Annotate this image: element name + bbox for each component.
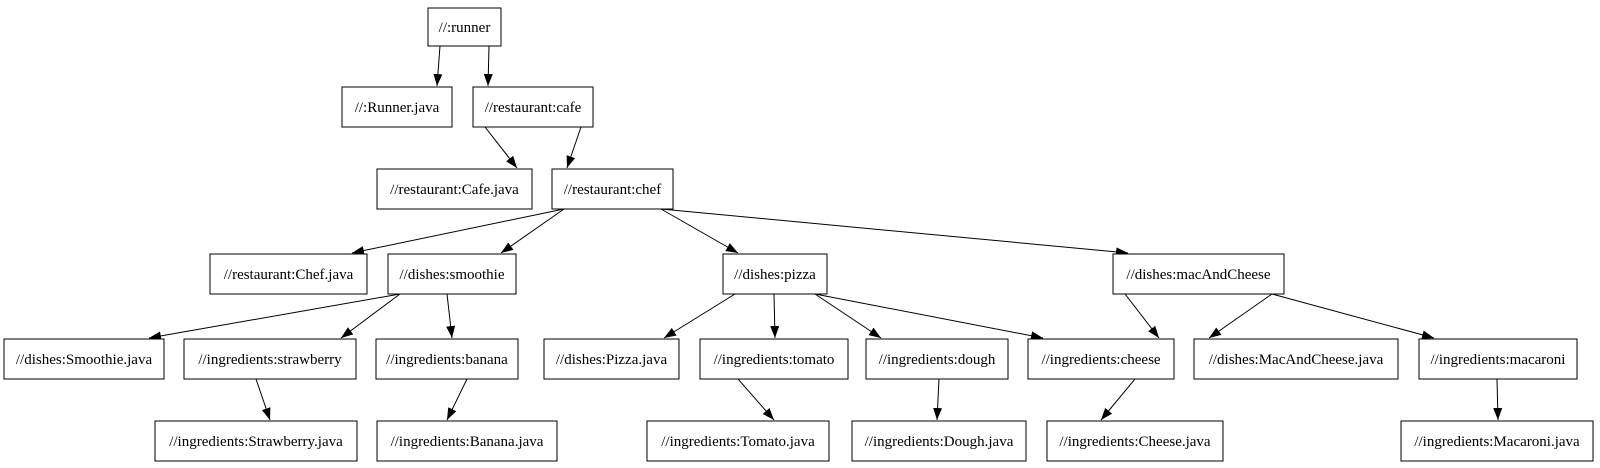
graph-node-macaroni: //ingredients:macaroni [1418,338,1578,380]
edge-cafe-to-cafe_java [484,126,518,169]
graph-node-box-banana [375,338,519,380]
graph-node-label-pizza: //dishes:pizza [734,267,816,283]
edge-macandcheese-to-cheese [1124,293,1160,339]
graph-node-box-dough_java [851,420,1027,462]
graph-node-box-tomato [699,338,849,380]
graph-node-banana: //ingredients:banana [375,338,519,380]
graph-node-box-strawberry [183,338,357,380]
edge-cheese-to-cheese_java [1100,378,1136,421]
graph-node-label-pizza_java: //dishes:Pizza.java [556,352,668,368]
graph-node-label-chef: //restaurant:chef [564,182,661,198]
graph-node-label-macaroni: //ingredients:macaroni [1431,352,1566,368]
graph-node-label-tomato: //ingredients:tomato [714,352,835,368]
graph-node-tomato: //ingredients:tomato [699,338,849,380]
graph-node-strawberry_java: //ingredients:Strawberry.java [154,420,358,462]
graph-node-dough_java: //ingredients:Dough.java [851,420,1027,462]
graph-node-label-banana_java: //ingredients:Banana.java [391,434,544,450]
edge-macandcheese-to-macandcheese_java [1208,293,1273,339]
graph-node-tomato_java: //ingredients:Tomato.java [646,420,830,462]
graph-node-label-strawberry_java: //ingredients:Strawberry.java [169,434,343,450]
graph-node-box-macaroni [1418,338,1578,380]
graph-node-macandcheese: //dishes:macAndCheese [1112,253,1285,295]
graph-node-strawberry: //ingredients:strawberry [183,338,357,380]
edge-macandcheese-to-macaroni [1271,293,1435,340]
edge-chef-to-smoothie [500,208,565,254]
edge-macaroni-to-macaroni_java [1493,378,1503,421]
graph-node-box-banana_java [376,420,558,462]
graph-node-label-runner_java: //:Runner.java [355,100,440,116]
graph-node-chef: //restaurant:chef [551,168,674,210]
graph-node-box-tomato_java [646,420,830,462]
graph-node-box-cafe_java [376,168,533,210]
edge-dough-to-dough_java [933,378,943,421]
edge-pizza-to-pizza_java [663,293,736,339]
graph-node-smoothie: //dishes:smoothie [387,253,517,295]
graph-node-label-cheese: //ingredients:cheese [1041,352,1160,368]
graph-node-label-dough: //ingredients:dough [879,352,996,368]
edge-banana-to-banana_java [446,378,468,421]
graph-node-label-macaroni_java: //ingredients:Macaroni.java [1414,434,1580,450]
edge-pizza-to-tomato [770,293,780,339]
graph-node-cheese_java: //ingredients:Cheese.java [1046,420,1224,462]
graph-node-pizza_java: //dishes:Pizza.java [543,338,680,380]
graph-node-dough: //ingredients:dough [865,338,1009,380]
graph-node-label-chef_java: //restaurant:Chef.java [224,267,354,283]
graph-node-box-strawberry_java [154,420,358,462]
graph-node-label-runner: //:runner [439,20,491,36]
graph-node-box-cafe [472,86,594,128]
graph-node-box-dough [865,338,1009,380]
edges-layer [148,45,1503,421]
graph-node-label-cheese_java: //ingredients:Cheese.java [1059,434,1211,450]
graph-node-macaroni_java: //ingredients:Macaroni.java [1400,420,1594,462]
edge-pizza-to-cheese [814,293,1044,341]
edge-smoothie-to-smoothie_java [148,293,401,341]
nodes-layer: //:runner //:Runner.java //restaurant:cafe… [3,7,1594,462]
graph-node-label-smoothie_java: //dishes:Smoothie.java [16,352,153,368]
graph-node-box-macandcheese_java [1193,338,1399,380]
graph-node-box-chef [551,168,674,210]
graph-node-label-macandcheese: //dishes:macAndCheese [1126,267,1270,283]
edge-smoothie-to-strawberry [340,293,401,339]
graph-node-runner: //:runner [427,7,502,47]
graph-node-cheese: //ingredients:cheese [1027,338,1175,380]
edge-pizza-to-dough [814,293,882,339]
graph-node-pizza: //dishes:pizza [722,253,828,295]
graph-node-label-smoothie: //dishes:smoothie [400,267,505,283]
graph-node-label-strawberry: //ingredients:strawberry [198,352,342,368]
graph-node-cafe_java: //restaurant:Cafe.java [376,168,533,210]
graph-node-label-macandcheese_java: //dishes:MacAndCheese.java [1209,352,1384,368]
graph-node-box-pizza [722,253,828,295]
edge-chef-to-pizza [660,208,739,254]
edge-smoothie-to-banana [446,293,456,339]
graph-node-box-smoothie_java [3,338,165,380]
graph-node-label-dough_java: //ingredients:Dough.java [865,434,1014,450]
edge-strawberry-to-strawberry_java [255,378,271,421]
edge-cafe-to-chef [566,126,582,169]
edge-runner-to-cafe [483,45,493,87]
graph-node-box-cheese [1027,338,1175,380]
edge-chef-to-macandcheese [660,208,1129,257]
graph-node-box-runner_java [341,86,453,128]
edge-runner-to-runner_java [433,45,443,87]
graph-node-box-runner [427,7,502,47]
graph-node-runner_java: //:Runner.java [341,86,453,128]
graph-node-box-macandcheese [1112,253,1285,295]
graph-node-label-cafe_java: //restaurant:Cafe.java [390,182,519,198]
graph-node-label-banana: //ingredients:banana [386,352,508,368]
graph-node-box-pizza_java [543,338,680,380]
graph-node-box-smoothie [387,253,517,295]
graph-node-box-macaroni_java [1400,420,1594,462]
graph-node-label-tomato_java: //ingredients:Tomato.java [661,434,815,450]
graph-node-smoothie_java: //dishes:Smoothie.java [3,338,165,380]
graph-node-chef_java: //restaurant:Chef.java [209,253,368,295]
graph-node-cafe: //restaurant:cafe [472,86,594,128]
graph-node-banana_java: //ingredients:Banana.java [376,420,558,462]
graph-node-label-cafe: //restaurant:cafe [485,100,582,116]
edge-tomato-to-tomato_java [737,378,775,421]
graph-node-box-cheese_java [1046,420,1224,462]
graph-node-box-chef_java [209,253,368,295]
graph-node-macandcheese_java: //dishes:MacAndCheese.java [1193,338,1399,380]
edge-chef-to-chef_java [351,208,565,255]
